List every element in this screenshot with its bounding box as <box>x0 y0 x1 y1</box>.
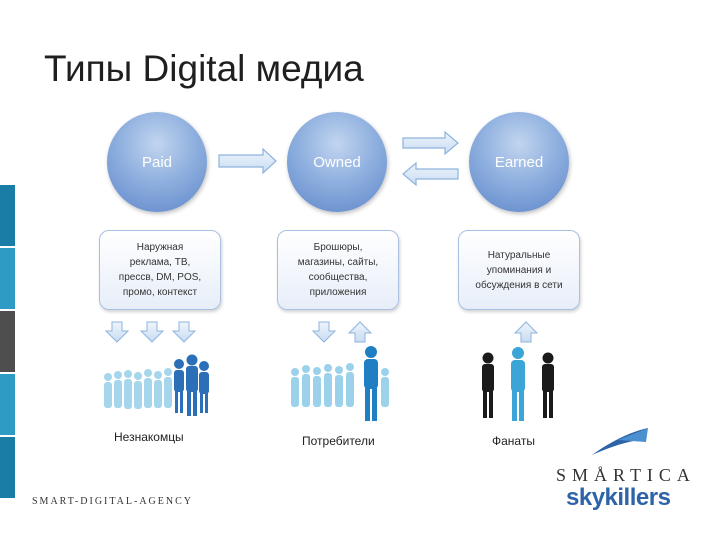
side-bar-segment <box>0 185 15 246</box>
people-group-consumers-icon <box>291 346 389 421</box>
arrow-down-icon <box>171 321 197 343</box>
audience-fans-label: Фанаты <box>492 434 535 448</box>
paid-media-circle: Paid <box>107 112 207 212</box>
description-line: приложения <box>309 287 367 298</box>
people-group-strangers-icon <box>104 354 209 416</box>
description-line: Натуральные <box>487 250 551 261</box>
arrow-down-icon <box>139 321 165 343</box>
description-line: упоминания и <box>486 265 552 276</box>
paid-description-box: Наружная реклама, ТВ, прессв, DM, POS, п… <box>99 230 221 310</box>
arrow-right-paid-owned <box>218 147 277 175</box>
side-bar-segment <box>0 248 15 309</box>
description-line: обсуждения в сети <box>475 280 563 291</box>
arrow-left-earned-owned <box>402 161 459 187</box>
side-bar-segment <box>0 374 15 435</box>
arrow-up-icon <box>513 321 539 343</box>
audience-strangers-label: Незнакомцы <box>114 430 184 444</box>
description-line: Брошюры, <box>313 242 363 253</box>
description-line: сообщества, <box>308 272 368 283</box>
description-line: прессв, DM, POS, <box>118 272 202 283</box>
paid-media-label: Paid <box>141 153 173 171</box>
earned-description-box: Натуральные упоминания и обсуждения в се… <box>458 230 580 310</box>
brand-skykillers-logo: skykillers <box>566 484 671 511</box>
earned-media-circle: Earned <box>469 112 569 212</box>
agency-footer-text: Smart-Digital-Agency <box>32 496 194 507</box>
arrow-down-icon <box>311 321 337 343</box>
owned-description-box: Брошюры, магазины, сайты, сообщества, пр… <box>277 230 399 310</box>
brand-smartica-logo: SMÅRTICA <box>556 465 696 485</box>
side-bar-segment <box>0 311 15 372</box>
description-line: реклама, ТВ, <box>129 257 191 268</box>
slide-title: Типы Digital медиа <box>44 48 364 89</box>
description-line: магазины, сайты, <box>297 257 379 268</box>
arrow-right-owned-earned <box>402 130 459 156</box>
owned-media-circle: Owned <box>287 112 387 212</box>
audience-consumers-label: Потребители <box>302 434 375 448</box>
owned-media-label: Owned <box>313 153 361 171</box>
arrow-up-icon <box>347 321 373 343</box>
arrow-down-icon <box>104 321 130 343</box>
people-group-fans-icon <box>482 347 554 421</box>
description-line: Наружная <box>136 242 184 253</box>
earned-media-label: Earned <box>494 153 544 171</box>
description-line: промо, контекст <box>122 287 198 298</box>
skykillers-logo-icon <box>592 428 648 455</box>
side-bar-segment <box>0 437 15 498</box>
side-accent-bar <box>0 185 15 500</box>
